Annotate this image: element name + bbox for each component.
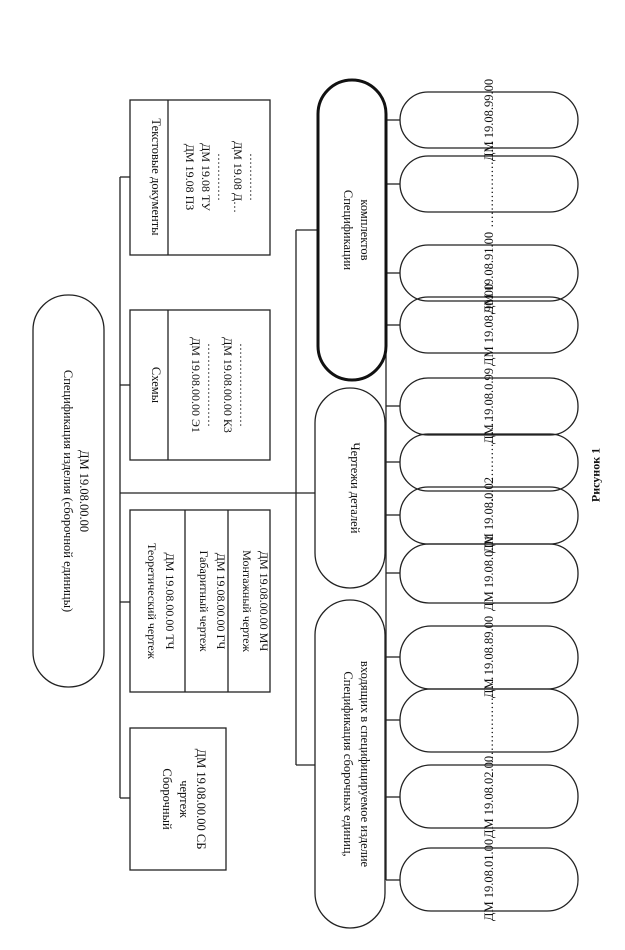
part-drawing-item-2: ДМ 19.08.0.02 — [482, 477, 496, 553]
kit-spec-item: ДМ 19.08.99.00 — [399, 79, 579, 161]
root-title: Спецификация изделия (сборочной единицы) — [61, 370, 75, 612]
figure-caption: Рисунок 1 — [588, 447, 603, 503]
assembly-drawing-subtitle: чертеж — [177, 780, 191, 818]
part-drawing-item-3: ………………… — [482, 418, 496, 506]
schemes-item-2: ДМ 19.08.00.00 К3 — [221, 337, 235, 433]
part-drawing-item: ДМ 19.08.0.99 — [399, 368, 579, 444]
text-documents-item-3: ДМ 19.08 Д… — [231, 141, 245, 213]
part-drawing-item-1: ДМ 19.08.0.01 — [482, 535, 496, 611]
root-specification: Спецификация изделия (сборочной единицы)… — [32, 294, 105, 688]
part-drawings-title: Чертежи деталей — [348, 443, 362, 534]
assembly-spec-item-3: ………………… — [482, 676, 496, 764]
assembly-spec-item: ДМ 19.08.02.00 — [399, 756, 579, 838]
assembly-spec-item: ДМ 19.08.89.00 — [399, 616, 579, 698]
part-drawing-item: ………………… — [399, 418, 579, 506]
assembly-drawing-box: Сборочный чертеж ДМ 19.08.00.00 СБ — [129, 727, 227, 871]
theoretical-drawing-title: Теоретический чертеж — [145, 543, 159, 660]
assembly-drawing-title: Сборочный — [160, 768, 174, 830]
kit-spec-item-3: ………………… — [482, 140, 496, 228]
assembly-drawing-code: ДМ 19.08.00.00 СБ — [194, 749, 208, 850]
overall-drawing-title: Габаритный чертеж — [197, 550, 211, 652]
overall-drawing-code: ДМ 19.08.00.00 ГЧ — [214, 553, 228, 650]
kit-spec-item: ДМ 19.08.90.00 — [399, 284, 579, 366]
kit-spec-item-1: ДМ 19.08.90.00 — [482, 284, 496, 366]
text-documents-dots-1: ………… — [215, 153, 229, 201]
theoretical-drawing-code: ДМ 19.08.00.00 ТЧ — [163, 553, 177, 650]
text-documents-title: Текстовые документы — [149, 118, 163, 236]
text-documents-dots-2: ………… — [247, 153, 261, 201]
part-drawing-item: ДМ 19.08.0.02 — [399, 477, 579, 553]
kit-specs-group-header: Спецификации комплектов — [316, 78, 388, 382]
root-code: ДМ 19.08.00.00 — [77, 450, 91, 532]
assembly-specs-group-header: Спецификация сборочных единиц, входящих … — [314, 599, 386, 929]
schemes-item-1: ДМ 19.08.00.00 Э1 — [189, 337, 203, 433]
kit-spec-item-2: ДМ 19.08.91.00 — [482, 232, 496, 314]
assembly-spec-item-4: ДМ 19.08.89.00 — [482, 616, 496, 698]
part-drawings-group-header: Чертежи деталей — [314, 387, 386, 589]
schemes-dots-1: ………………… — [205, 343, 219, 427]
schemes-dots-2: ………………… — [237, 343, 251, 427]
assembly-spec-item: ДМ 19.08.01.00 — [399, 839, 579, 921]
kit-specs-subtitle: комплектов — [358, 199, 372, 260]
kit-specs-title: Спецификации — [341, 190, 355, 271]
assembly-specs-subtitle: входящих в специфицируемое изделие — [358, 661, 372, 868]
text-documents-item-2: ДМ 19.08 ТУ — [199, 143, 213, 211]
assembly-specs-title: Спецификация сборочных единиц, — [341, 671, 355, 856]
kit-spec-item-4: ДМ 19.08.99.00 — [482, 79, 496, 161]
part-drawing-item-4: ДМ 19.08.0.99 — [482, 368, 496, 444]
schemes-box: Схемы ДМ 19.08.00.00 Э1 ………………… ДМ 19.08… — [129, 309, 271, 461]
mounting-drawing-code: ДМ 19.08.00.00 МЧ — [257, 551, 271, 652]
mounting-drawing-title: Монтажный чертеж — [240, 550, 254, 652]
schemes-title: Схемы — [149, 367, 163, 404]
kit-spec-item: ДМ 19.08.91.00 — [399, 232, 579, 314]
connector-lines — [119, 119, 400, 881]
assembly-spec-item-1: ДМ 19.08.01.00 — [482, 839, 496, 921]
text-documents-item-1: ДМ 19.08 ПЗ — [183, 144, 197, 211]
text-documents-box: Текстовые документы ДМ 19.08 ПЗ ДМ 19.08… — [129, 99, 271, 256]
assembly-spec-item-2: ДМ 19.08.02.00 — [482, 756, 496, 838]
kit-spec-item: ………………… — [399, 140, 579, 228]
drawings-box: Теоретический чертеж ДМ 19.08.00.00 ТЧ Г… — [129, 509, 271, 693]
